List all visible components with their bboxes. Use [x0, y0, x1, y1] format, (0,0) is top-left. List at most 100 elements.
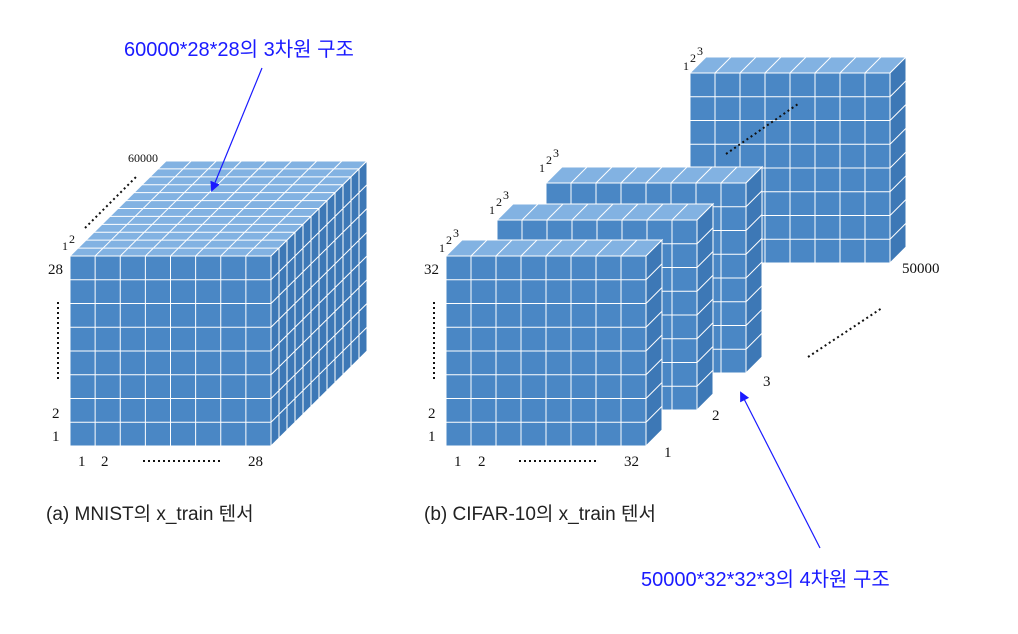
top-gridline [595, 166, 613, 184]
side-gridline [889, 222, 907, 240]
cifar-back-label-2: 2 [690, 51, 696, 65]
mnist-row-label-first: 1 [52, 429, 60, 445]
side-gridline [270, 231, 368, 328]
cifar-row-label-second: 2 [428, 406, 436, 422]
top-gridline [570, 166, 588, 184]
top-gridline [620, 166, 638, 184]
side-gridline [645, 310, 663, 328]
cifar-col-label-first: 1 [454, 454, 462, 470]
mnist-depth-label-first: 1 [62, 239, 68, 253]
side-gridline [745, 261, 763, 279]
side-gridline [645, 287, 663, 304]
cifar-s3-label-2: 2 [546, 153, 552, 167]
top-gridline [720, 166, 738, 184]
cifar-annotation-arrow [740, 391, 821, 549]
side-gridline [645, 334, 663, 352]
cifar-back-label-1: 1 [683, 59, 689, 73]
mnist-row-label-last: 28 [48, 262, 63, 278]
side-gridline [270, 279, 368, 376]
mnist-caption: (a) MNIST의 x_train 텐서 [46, 503, 254, 525]
side-gridline [645, 405, 663, 423]
top-gridline [839, 56, 857, 74]
cifar-channel-1 [444, 238, 664, 448]
side-gridline [745, 285, 763, 303]
top-gridline [571, 203, 589, 221]
top-gridline [546, 203, 564, 221]
side-gridline [645, 263, 663, 281]
top-gridline [814, 56, 832, 74]
top-gridline [646, 203, 664, 221]
side-gridline [745, 237, 763, 255]
cifar-s1-label-2: 2 [446, 233, 452, 247]
mnist-labels: 60000 1 2 28 2 1 1 2 28 [48, 151, 263, 470]
side-gridline [696, 369, 714, 387]
top-gridline [521, 203, 539, 221]
side-gridline [745, 190, 763, 208]
top-gridline [570, 239, 588, 257]
side-gridline [696, 274, 714, 292]
top-gridline [520, 239, 538, 257]
side-gridline [270, 303, 368, 399]
mnist-depth-label-last: 60000 [128, 151, 158, 165]
cifar-s1-label-1: 1 [439, 241, 445, 255]
side-gridline [270, 255, 368, 352]
mnist-row-label-second: 2 [52, 406, 60, 422]
side-gridline [745, 332, 763, 350]
side-gridline [696, 298, 714, 316]
mnist-structure-annotation: 60000*28*28의 3차원 구조 [124, 38, 354, 61]
top-gridline [714, 56, 732, 74]
top-gridline [645, 166, 663, 184]
side-gridline [889, 80, 907, 98]
cifar-stack-depth-3: 3 [763, 374, 771, 390]
cifar-stack-depth-2: 2 [712, 408, 720, 424]
cifar-stack-depth-1: 1 [664, 445, 672, 461]
cifar-col-label-last: 32 [624, 454, 639, 470]
cifar-caption: (b) CIFAR-10의 x_train 텐서 [424, 503, 656, 525]
side-gridline [696, 251, 714, 268]
top-gridline [671, 203, 689, 221]
cifar-back-label-3: 3 [697, 44, 703, 58]
top-gridline [620, 239, 638, 257]
top-gridline [695, 166, 713, 184]
cifar-row-label-last: 32 [424, 262, 439, 278]
side-gridline [889, 127, 907, 145]
side-gridline [645, 382, 663, 399]
side-gridline [889, 199, 907, 216]
top-gridline [596, 203, 614, 221]
side-gridline [270, 208, 368, 304]
top-gridline [495, 239, 513, 257]
side-gridline [745, 309, 763, 326]
cifar-s3-label-3: 3 [553, 146, 559, 160]
cifar-s2-label-2: 2 [496, 195, 502, 209]
side-gridline [889, 151, 907, 169]
side-gridline [696, 346, 714, 363]
side-gridline [270, 184, 368, 281]
mnist-depth-label-second: 2 [69, 232, 75, 246]
top-gridline [470, 239, 488, 257]
cifar-row-label-first: 1 [428, 429, 436, 445]
cifar-s3-label-1: 1 [539, 161, 545, 175]
side-gridline [889, 104, 907, 121]
top-gridline [621, 203, 639, 221]
cifar-s2-label-3: 3 [503, 188, 509, 202]
top-gridline [595, 239, 613, 257]
side-gridline [696, 322, 714, 340]
top-gridline [789, 56, 807, 74]
mnist-col-label-second: 2 [101, 454, 109, 470]
mnist-annotation-arrow [210, 67, 263, 192]
side-gridline [745, 214, 763, 231]
side-gridline [270, 326, 368, 423]
cifar-structure-annotation: 50000*32*32*3의 4차원 구조 [641, 568, 890, 591]
top-gridline [739, 56, 757, 74]
cifar-labels: 1 2 3 1 2 3 1 2 3 1 2 3 32 2 1 1 2 32 1 … [424, 44, 940, 470]
mnist-col-label-first: 1 [78, 454, 86, 470]
cifar-col-label-second: 2 [478, 454, 486, 470]
top-gridline [545, 239, 563, 257]
cifar-s2-label-1: 1 [489, 203, 495, 217]
cifar-sample-last-label: 50000 [902, 261, 940, 277]
side-gridline [696, 227, 714, 245]
top-gridline [764, 56, 782, 74]
cifar-s1-label-3: 3 [453, 226, 459, 240]
mnist-col-label-last: 28 [248, 454, 263, 470]
